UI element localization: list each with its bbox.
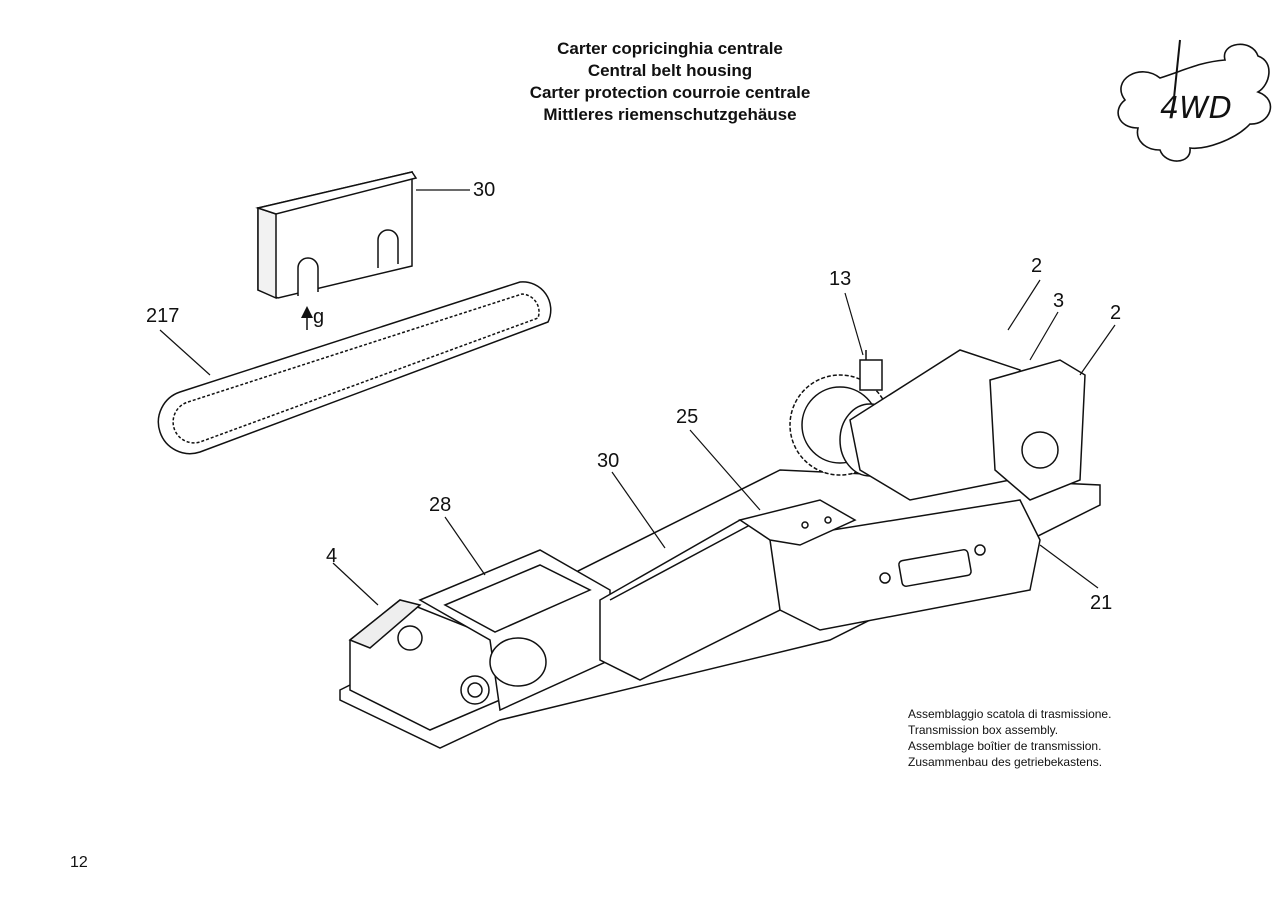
- title-english: Central belt housing: [587, 61, 753, 80]
- callout-3: 3: [1053, 290, 1065, 312]
- callout-13: 13: [829, 268, 852, 290]
- callout-30-top: 30: [473, 179, 496, 201]
- page-title: Carter copricinghia centrale Central bel…: [470, 38, 870, 126]
- toothed-belt-part-217: [157, 281, 552, 455]
- leader-lines: [332, 279, 1116, 606]
- belt-cover-part-30: [255, 171, 418, 300]
- front-gearbox-part-4: [348, 599, 501, 731]
- 4wd-logo: 4WD: [1117, 39, 1272, 162]
- callout-g: g: [301, 306, 324, 329]
- caption-french: Assemblage boîtier de transmission.: [908, 739, 1102, 753]
- callout-2-b: 2: [1110, 302, 1122, 324]
- rear-gearbox-assembly: [789, 349, 1086, 501]
- callout-28: 28: [429, 494, 452, 516]
- callout-21: 21: [1090, 592, 1113, 614]
- belt-housing-part-21: [769, 499, 1041, 631]
- callout-4: 4: [326, 545, 338, 567]
- title-french: Carter protection courroie centrale: [529, 83, 811, 102]
- title-italian: Carter copricinghia centrale: [557, 39, 783, 58]
- title-german: Mittleres riemenschutzgehäuse: [543, 105, 797, 124]
- callout-2-a: 2: [1031, 255, 1043, 277]
- logo-text: 4WD: [1160, 91, 1232, 126]
- callout-30-mid: 30: [597, 450, 620, 472]
- callout-g-label: g: [313, 306, 325, 328]
- caption-english: Transmission box assembly.: [908, 723, 1059, 737]
- assembly-caption: Assemblaggio scatola di trasmissione. Tr…: [908, 706, 1111, 770]
- housing-part-25: [738, 499, 857, 546]
- caption-italian: Assemblaggio scatola di trasmissione.: [908, 707, 1112, 721]
- caption-german: Zusammenbau des getriebekastens.: [908, 755, 1103, 769]
- callout-25: 25: [676, 406, 699, 428]
- page-number: 12: [70, 854, 88, 871]
- callout-217: 217: [146, 305, 180, 327]
